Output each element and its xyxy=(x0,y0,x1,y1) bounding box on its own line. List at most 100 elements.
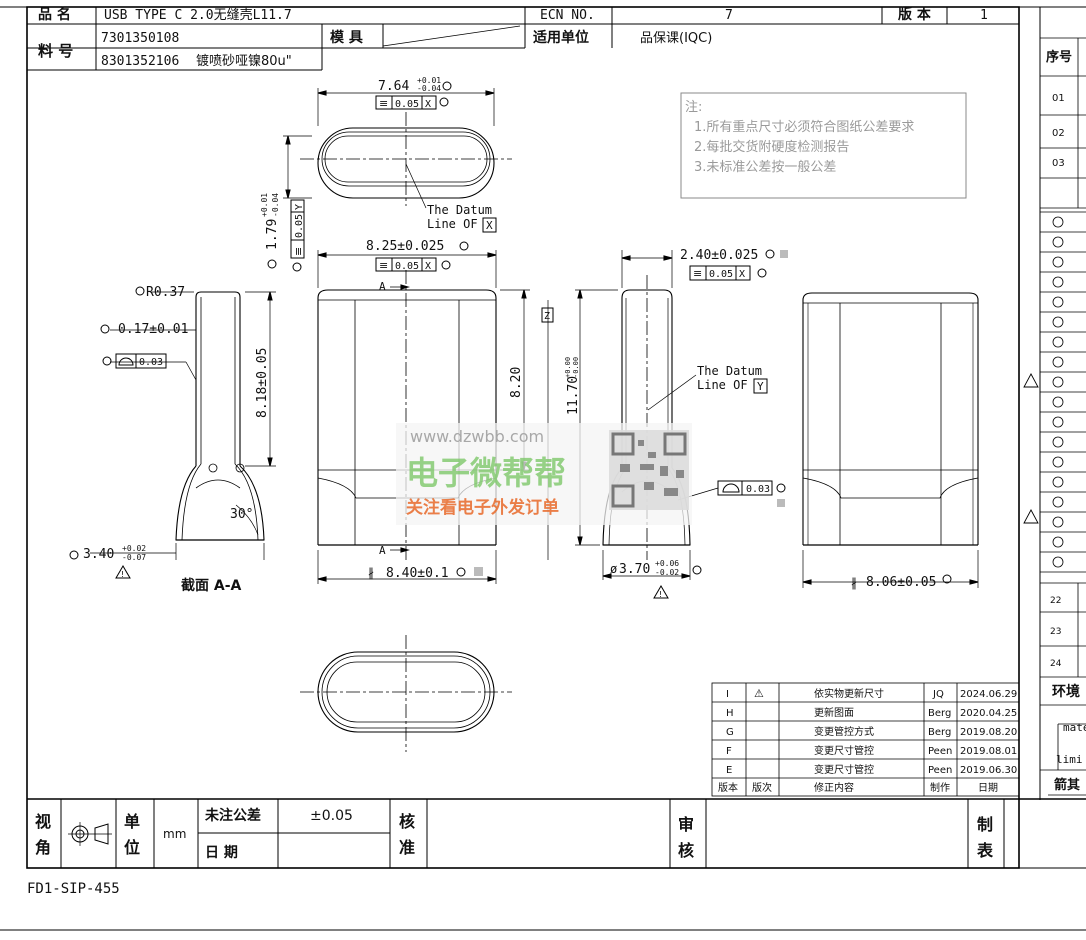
svg-text:+0.02: +0.02 xyxy=(122,544,146,553)
tolerance-label: 未注公差 xyxy=(205,807,261,824)
svg-text:0.05: 0.05 xyxy=(709,269,733,280)
revision-row: G 变更管控方式 Berg 2019.08.20 xyxy=(726,725,1017,738)
right-panel-label: mate xyxy=(1063,721,1086,734)
section-bottom-dim: 3.40 +0.02 -0.07 ! xyxy=(69,544,146,579)
svg-text:X: X xyxy=(739,269,745,280)
svg-text:!: ! xyxy=(121,570,124,579)
radius-label: R0.37 xyxy=(135,285,185,300)
mold-label: 模 具 xyxy=(330,29,363,46)
svg-text:0.03: 0.03 xyxy=(746,484,770,495)
svg-text:3.70: 3.70 xyxy=(619,562,650,577)
svg-text:+0.01: +0.01 xyxy=(260,193,269,217)
svg-text:-0.04: -0.04 xyxy=(271,193,280,217)
product-name-label: 品 名 xyxy=(38,6,71,23)
svg-text:∦: ∦ xyxy=(851,576,857,590)
svg-text:日期: 日期 xyxy=(978,782,998,794)
fcf-datum: X xyxy=(425,99,431,110)
view-label-2: 角 xyxy=(35,838,51,857)
key-dim-circle xyxy=(439,97,449,107)
check-label-2: 准 xyxy=(399,838,415,857)
version-value: 1 xyxy=(980,8,988,23)
section-mark-bottom: A xyxy=(379,544,386,557)
unit-value: mm xyxy=(163,827,186,841)
svg-text:8.06±0.05: 8.06±0.05 xyxy=(866,575,936,590)
datum-y-box xyxy=(753,378,768,394)
revision-row: I ⚠ 依实物更新尺寸 JQ 2024.06.29 xyxy=(726,687,1017,700)
view-label-1: 视 xyxy=(35,812,51,831)
tolerance-value: ±0.05 xyxy=(310,808,353,824)
svg-text:≡: ≡ xyxy=(292,247,305,256)
projection-symbol-icon xyxy=(68,822,112,846)
svg-text:Berg: Berg xyxy=(928,708,951,719)
svg-text:0.05: 0.05 xyxy=(294,214,305,238)
warning-triangle-icon xyxy=(1023,373,1039,524)
svg-text:关注看电子外发订单: 关注看电子外发订单 xyxy=(406,497,559,518)
svg-text:2019.08.20: 2019.08.20 xyxy=(960,727,1017,738)
svg-text:www.dzwbb.com: www.dzwbb.com xyxy=(410,427,544,446)
right-panel-label: 环境 xyxy=(1052,683,1080,700)
make-label-1: 制 xyxy=(977,815,993,834)
svg-text:0.05: 0.05 xyxy=(395,261,419,272)
notes-box: 注: 1.所有重点尺寸必须符合图纸公差要求 2.每批交货附硬度检测报告 3.未标… xyxy=(680,92,967,199)
svg-text:2019.08.01: 2019.08.01 xyxy=(960,746,1017,757)
unit-label-2: 位 xyxy=(124,838,140,857)
date-label: 日 期 xyxy=(205,845,238,861)
datum-x-text-2: Line OF xyxy=(427,217,478,231)
svg-text:-0.00: -0.00 xyxy=(572,357,580,378)
revision-row: E 变更尺寸管控 Peen 2019.06.30 xyxy=(726,763,1017,776)
svg-text:⚠: ⚠ xyxy=(754,687,764,700)
top-width-tol-dn: -0.04 xyxy=(417,84,441,93)
svg-text:变更尺寸管控: 变更尺寸管控 xyxy=(814,763,874,776)
seq-item: 23 xyxy=(1050,627,1061,637)
side-view xyxy=(575,250,719,580)
svg-text:1.79: 1.79 xyxy=(265,219,280,250)
part-no-1: 7301350108 xyxy=(101,31,179,46)
part-no-label: 料 号 xyxy=(38,42,73,60)
svg-text:-0.07: -0.07 xyxy=(122,553,146,562)
front-view xyxy=(317,250,549,584)
fcf-profile-side: 0.03 xyxy=(717,480,786,507)
key-dim-circle xyxy=(459,241,469,251)
svg-text:变更尺寸管控: 变更尺寸管控 xyxy=(814,744,874,757)
right-bottom-dim: ∦ 8.06±0.05 xyxy=(851,574,952,590)
side-bottom-dim: ø 3.70 +0.06 -0.02 ! xyxy=(610,559,702,599)
ecn-value: 7 xyxy=(725,8,733,23)
datum-x-box xyxy=(482,217,497,233)
svg-text:更新图面: 更新图面 xyxy=(814,706,854,719)
bottom-view xyxy=(300,635,512,752)
svg-text:≡: ≡ xyxy=(693,267,702,280)
fcf-value: 0.05 xyxy=(395,99,419,110)
svg-text:X: X xyxy=(425,261,431,272)
ecn-label: ECN NO. xyxy=(540,8,595,23)
svg-text:0.03: 0.03 xyxy=(139,357,163,368)
review-label-2: 核 xyxy=(678,841,694,860)
svg-text:版本: 版本 xyxy=(718,781,738,794)
angle-dim: 30° xyxy=(230,507,253,522)
product-name: USB TYPE C 2.0无缝壳L11.7 xyxy=(104,8,292,23)
svg-text:!: ! xyxy=(659,590,662,599)
thickness-label: 0.17±0.01 xyxy=(100,322,188,337)
svg-text:R0.37: R0.37 xyxy=(146,285,185,300)
top-width-dim: 7.64 xyxy=(378,79,409,94)
svg-text:-0.02: -0.02 xyxy=(655,568,679,577)
part-no-2: 8301352106 xyxy=(101,54,179,69)
svg-text:I: I xyxy=(726,689,729,700)
right-panel-label: 箭其 xyxy=(1054,777,1080,793)
datum-y-letter: Y xyxy=(757,380,764,393)
revision-header-row: 版本 版次 修正内容 制作 日期 xyxy=(718,781,998,794)
document-code: FD1-SIP-455 xyxy=(27,881,120,897)
unit-label-1: 单 xyxy=(124,812,140,831)
svg-text:JQ: JQ xyxy=(932,689,944,700)
applicable-unit-label: 适用单位 xyxy=(533,29,589,46)
notes-title: 注: xyxy=(685,100,702,115)
datum-x-text-1: The Datum xyxy=(427,203,492,217)
front-width-dim: 8.25±0.025 xyxy=(366,239,444,254)
datum-y-text-1: The Datum xyxy=(697,364,762,378)
section-mark-top: A xyxy=(379,280,386,293)
front-bottom-dim: ∦ 8.40±0.1 xyxy=(368,566,483,581)
front-height-dim: 8.20 xyxy=(509,367,524,398)
top-view xyxy=(283,88,512,209)
side-width-markers xyxy=(765,249,788,259)
svg-text:E: E xyxy=(726,765,732,776)
